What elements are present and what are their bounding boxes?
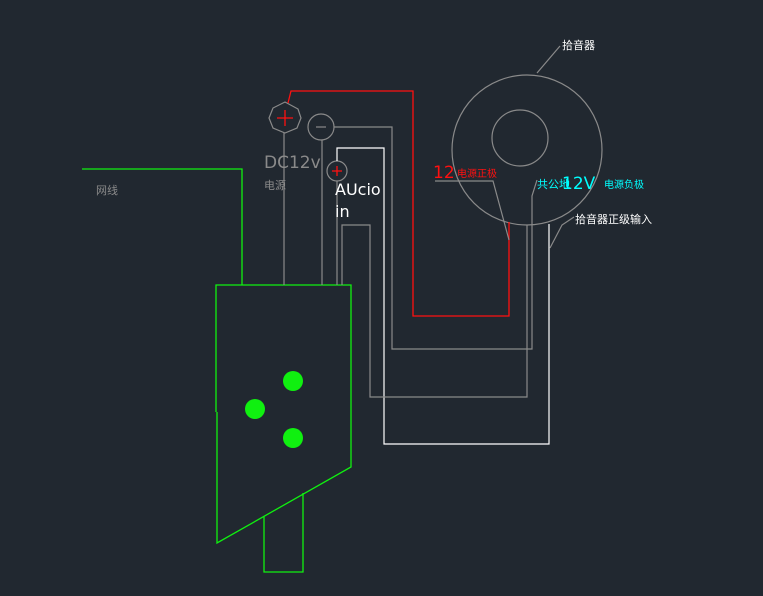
indicator-dot bbox=[283, 371, 303, 391]
ground-wire bbox=[334, 126, 538, 350]
audio-label: AUcio bbox=[335, 180, 381, 199]
plus-icon bbox=[277, 110, 293, 126]
power-negative-label: 电源负极 bbox=[604, 178, 644, 191]
plus-icon bbox=[332, 166, 342, 176]
indicator-dot bbox=[283, 428, 303, 448]
indicator-dot bbox=[245, 399, 265, 419]
common-ground-label: 共公地 bbox=[537, 178, 570, 191]
device-stub bbox=[263, 493, 304, 573]
pickup-leader bbox=[536, 45, 561, 74]
power-positive-leader bbox=[435, 180, 510, 241]
device-body bbox=[215, 284, 352, 545]
dc12v-label: DC12v bbox=[264, 153, 321, 173]
power-positive-wire bbox=[287, 90, 510, 317]
in-label: in bbox=[335, 202, 350, 221]
v12-label: 12V bbox=[562, 174, 596, 194]
power-positive-number: 12 bbox=[433, 163, 455, 183]
pickup-input-leader bbox=[549, 216, 575, 249]
power-positive-label: 电源正极 bbox=[457, 167, 497, 180]
wire bbox=[341, 224, 528, 398]
pickup-label: 拾音器 bbox=[562, 38, 595, 52]
network-label: 网线 bbox=[96, 183, 118, 197]
network-cable bbox=[82, 168, 243, 285]
pickup-inner-circle bbox=[491, 109, 549, 167]
dc-positive-terminal bbox=[268, 101, 302, 134]
power-label: 电源 bbox=[264, 178, 286, 192]
pickup-input-label: 拾音器正级输入 bbox=[575, 212, 652, 226]
audio-signal-wire bbox=[336, 147, 550, 445]
pickup-outer-circle bbox=[451, 74, 603, 226]
